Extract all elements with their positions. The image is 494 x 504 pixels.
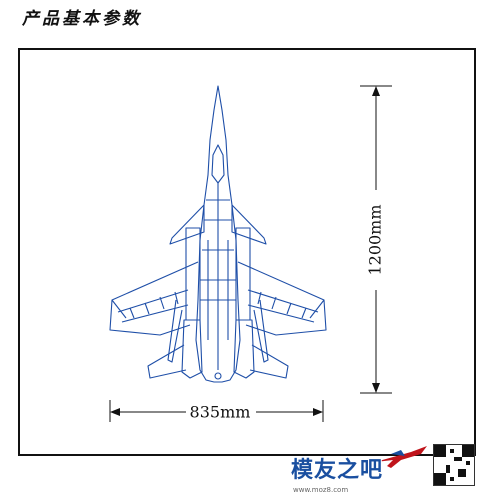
watermark-url: www.moz8.com <box>293 486 349 494</box>
length-label: 1200mm <box>366 204 385 275</box>
page-title: 产品基本参数 <box>22 9 142 29</box>
qr-code-icon <box>433 444 475 486</box>
watermark: 模友之吧 www.moz8.com <box>285 440 490 502</box>
watermark-text: 模友之吧 <box>291 458 384 483</box>
drawing-frame <box>18 48 476 456</box>
length-dimension <box>360 85 392 394</box>
wingspan-dimension <box>109 400 324 422</box>
aircraft-drawing <box>109 85 327 383</box>
airplane-logo-icon <box>375 446 427 468</box>
wingspan-label: 835mm <box>190 403 251 422</box>
